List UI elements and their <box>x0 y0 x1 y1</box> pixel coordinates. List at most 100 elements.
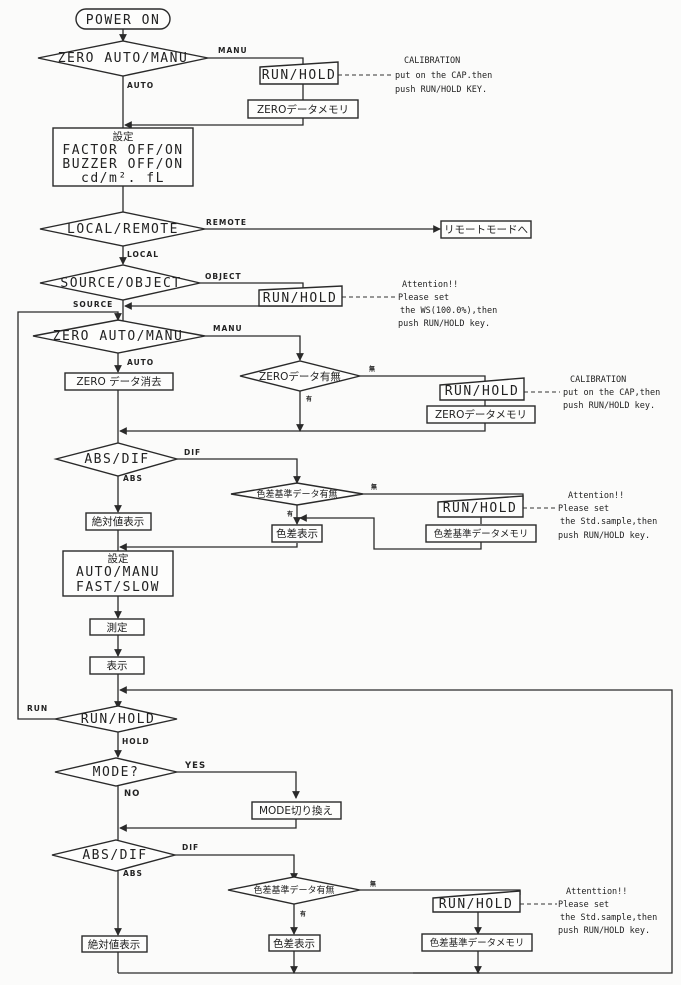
node-label: RUN/HOLD <box>445 384 520 399</box>
input-run-hold-std-2: RUN/HOLD <box>432 890 521 913</box>
edge-label-dif: DIF <box>182 843 199 852</box>
process-abs-display-2: 絶対値表示 <box>81 935 148 953</box>
process-measure: 測定 <box>89 618 145 636</box>
node-label: 色差基準データメモリ <box>434 528 529 540</box>
decision-source-object: SOURCE/OBJECT <box>39 264 201 301</box>
note-line: Attenttion!! <box>566 887 627 897</box>
node-label: RUN/HOLD <box>443 501 518 516</box>
settings-line: FAST/SLOW <box>76 580 160 595</box>
process-settings-2: 設定 AUTO/MANU FAST/SLOW <box>62 550 174 597</box>
process-remote-mode: リモートモードへ <box>440 220 532 239</box>
note-line: push RUN/HOLD key. <box>398 319 490 329</box>
node-label: リモートモードへ <box>444 224 528 236</box>
note-line: the Std.sample,then <box>560 913 657 923</box>
process-std-memory-2: 色差基準データメモリ <box>421 933 533 952</box>
input-run-hold-2: RUN/HOLD <box>439 377 525 401</box>
node-label: ABS/DIF <box>84 452 149 467</box>
node-label: 表示 <box>107 659 128 672</box>
decision-zero-data-exists: ZEROデータ有無 <box>239 360 361 392</box>
edge-label-dif: DIF <box>184 448 201 457</box>
edge-label-local: LOCAL <box>127 250 159 259</box>
node-label: 絶対値表示 <box>88 938 141 951</box>
process-diff-display-2: 色差表示 <box>268 934 321 952</box>
edge-label-no: 無 <box>371 483 378 491</box>
node-label: POWER ON <box>86 13 161 28</box>
note-line: CALIBRATION <box>404 56 460 66</box>
note-attention-ws: Attention!! Please set the WS(100.0%),th… <box>398 280 497 329</box>
note-calibration-2: CALIBRATION put on the CAP,then push RUN… <box>563 375 660 411</box>
decision-abs-dif-1: ABS/DIF <box>53 442 180 477</box>
node-label: ZEROデータメモリ <box>435 408 527 421</box>
edge-label-yes: 有 <box>287 510 294 518</box>
edge-label-yes: 有 <box>306 395 313 403</box>
edge-label-manu: MANU <box>218 46 248 55</box>
node-label: RUN/HOLD <box>262 68 337 83</box>
process-zero-memory-2: ZEROデータメモリ <box>426 405 536 424</box>
node-label: 測定 <box>107 621 128 634</box>
node-label: 色差表示 <box>273 937 315 950</box>
decision-zero-auto-manu-1: ZERO AUTO/MANU <box>37 40 209 77</box>
note-calibration-1: CALIBRATION put on the CAP.then push RUN… <box>395 56 492 95</box>
edge-label-yes: 有 <box>300 910 307 918</box>
decision-std-data-exists-2: 色差基準データ有無 <box>227 876 361 905</box>
node-label: ZEROデータ有無 <box>259 370 341 383</box>
edge-label-abs: ABS <box>123 869 143 878</box>
process-abs-display-1: 絶対値表示 <box>85 512 152 531</box>
edge-label-remote: REMOTE <box>206 218 247 227</box>
node-label: RUN/HOLD <box>263 291 338 306</box>
note-line: push RUN/HOLD key. <box>563 401 655 411</box>
note-line: Please set <box>558 900 609 910</box>
edge-label-auto: AUTO <box>127 358 154 367</box>
node-label: 絶対値表示 <box>92 515 145 528</box>
edge-label-no: NO <box>124 789 140 799</box>
note-leaders <box>338 74 560 905</box>
input-run-hold-std-1: RUN/HOLD <box>437 495 524 518</box>
note-line: the WS(100.0%),then <box>400 306 497 316</box>
edge-label-hold: HOLD <box>122 737 150 746</box>
decision-abs-dif-2: ABS/DIF <box>51 839 178 872</box>
process-settings-1: 設定 FACTOR OFF/ON BUZZER OFF/ON cd/m². fL <box>52 127 194 187</box>
edge-labels: MANU AUTO REMOTE LOCAL OBJECT SOURCE MAN… <box>27 46 378 918</box>
settings-line: BUZZER OFF/ON <box>62 157 183 172</box>
node-label: MODE? <box>93 765 140 780</box>
note-line: push RUN/HOLD KEY. <box>395 85 487 95</box>
node-label: ABS/DIF <box>82 848 147 863</box>
decision-std-data-exists-1: 色差基準データ有無 <box>230 482 364 506</box>
node-label: 色差表示 <box>276 527 318 540</box>
note-line: Please set <box>398 293 449 303</box>
note-line: Attention!! <box>568 491 624 501</box>
note-line: put on the CAP.then <box>395 71 492 81</box>
note-line: CALIBRATION <box>570 375 626 385</box>
input-run-hold-ws: RUN/HOLD <box>258 285 343 307</box>
decision-mode: MODE? <box>54 757 178 787</box>
node-label: 色差基準データ有無 <box>253 884 334 896</box>
note-attention-std-2: Attenttion!! Please set the Std.sample,t… <box>558 887 657 936</box>
settings-line: cd/m². fL <box>81 171 165 186</box>
process-display: 表示 <box>89 656 145 675</box>
note-line: put on the CAP,then <box>563 388 660 398</box>
process-std-memory-1: 色差基準データメモリ <box>425 524 537 543</box>
node-label: 色差基準データ有無 <box>256 488 337 500</box>
edge-label-manu: MANU <box>213 324 243 333</box>
node-label: MODE切り換え <box>259 805 333 817</box>
settings-title: 設定 <box>108 552 129 565</box>
note-line: push RUN/HOLD key. <box>558 926 650 936</box>
process-zero-memory-1: ZEROデータメモリ <box>247 99 359 119</box>
node-label: RUN/HOLD <box>439 897 514 912</box>
node-label: ZERO AUTO/MANU <box>53 329 184 344</box>
edge-label-source: SOURCE <box>73 300 113 309</box>
node-label: ZEROデータメモリ <box>257 103 349 116</box>
node-label: ZERO データ消去 <box>76 375 161 388</box>
note-attention-std-1: Attention!! Please set the Std.sample,th… <box>558 491 657 541</box>
node-power-on: POWER ON <box>75 8 171 30</box>
decision-zero-auto-manu-2: ZERO AUTO/MANU <box>32 319 206 354</box>
settings-line: FACTOR OFF/ON <box>62 143 183 158</box>
decision-local-remote: LOCAL/REMOTE <box>39 211 206 247</box>
node-label: ZERO AUTO/MANU <box>58 51 189 66</box>
note-line: Please set <box>558 504 609 514</box>
note-line: the Std.sample,then <box>560 517 657 527</box>
edge-label-object: OBJECT <box>205 272 242 281</box>
edge-label-abs: ABS <box>123 474 143 483</box>
process-mode-switch: MODE切り換え <box>251 801 342 820</box>
